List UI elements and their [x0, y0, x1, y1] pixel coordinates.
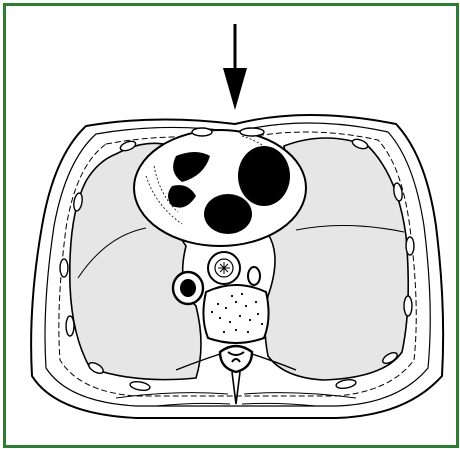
- azygos-vein: [248, 267, 260, 285]
- heart-chamber-bottom: [204, 194, 252, 234]
- heart: [134, 130, 306, 246]
- esophagus: [208, 252, 240, 284]
- down-arrow-icon: [223, 24, 247, 110]
- figure-frame: [3, 3, 459, 448]
- aorta: [173, 272, 203, 304]
- heart-chamber-right: [238, 146, 290, 206]
- chest-cross-section-illustration: [6, 6, 456, 445]
